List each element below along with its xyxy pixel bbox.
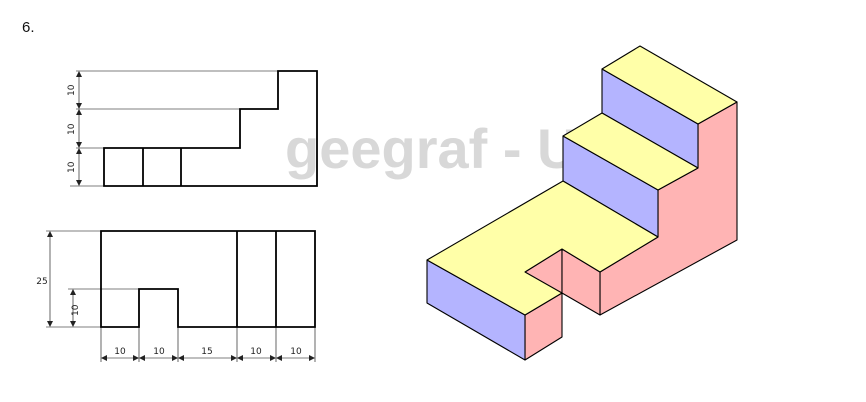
exercise-number: 6. [22,19,35,36]
iso-top-face-step-1 [426,180,659,316]
dim-top-w5: 10 [290,347,302,357]
top-view-extension-lines [46,230,316,362]
dim-top-w3: 15 [201,347,212,357]
dim-top-depth: 25 [36,277,47,287]
front-view-extension-lines [70,70,278,187]
dim-front-step-1: 10 [67,84,77,96]
top-view-outline [100,230,316,328]
dim-top-w1: 10 [114,347,126,357]
isometric-view [426,45,738,361]
front-view [70,70,318,187]
dim-top-w2: 10 [153,347,165,357]
iso-top-face-step-3 [601,45,738,125]
dim-front-step-2: 10 [67,123,77,135]
top-view [46,230,316,362]
iso-top-face-step-2 [562,112,699,191]
dim-front-step-3: 10 [67,161,77,173]
dim-top-w4: 10 [250,347,262,357]
dim-top-slot-depth: 10 [71,304,81,316]
